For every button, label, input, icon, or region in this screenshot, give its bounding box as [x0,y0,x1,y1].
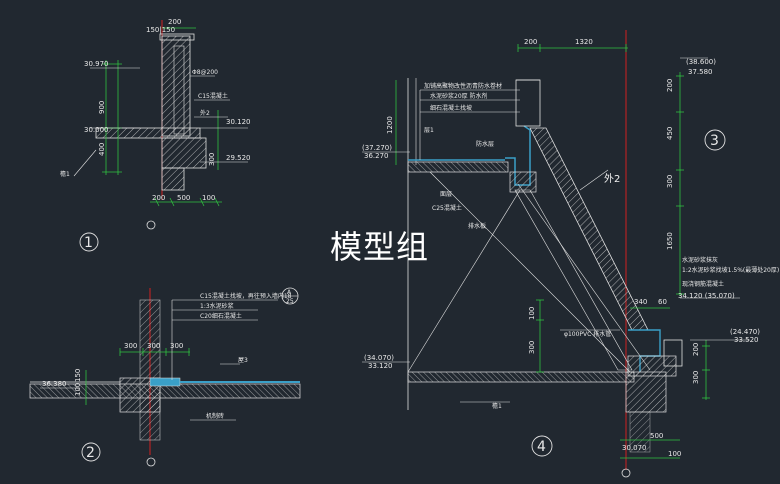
note: 细石混凝土找坡 [430,104,472,112]
level-label: (38.600) [686,58,716,66]
label-ceng1: 层1 [424,127,434,134]
level-label: 36.270 [364,152,389,160]
level-label: 30.070 [622,444,647,452]
note: 外2 [200,109,210,117]
level-label: (24.470) [730,328,760,336]
dim-label: 150 [74,369,82,382]
dim-label: 1320 [575,38,593,46]
dim-label: 100 [202,194,215,202]
note: 加铺高聚物改性沥青防水卷材 [424,82,502,90]
level-label: 30.000 [84,126,109,134]
detail-3-marker [704,129,726,151]
note: C25混凝土 [432,204,462,212]
level-label: 36.380 [42,380,67,388]
level-label: 30.120 [226,118,251,126]
note: C20细石混凝土 [200,312,242,320]
note: C15混凝土 [198,92,228,100]
detail-1-marker [79,232,99,252]
dim-label: 1200 [386,116,394,134]
note: Φ8@200 [192,69,218,76]
note: 1:3水泥砂浆 [200,302,234,310]
dim-label: 100 [74,383,82,396]
level-label: 30.970 [84,60,109,68]
dim-label: 500 [650,432,663,440]
dim-label: 1650 [666,232,674,250]
label-yan1: 檐1 [492,402,502,410]
dim-label: 300 [208,153,216,166]
section-letter: A [287,289,292,296]
dim-label: 300 [692,371,700,384]
detail-number: 4 [537,439,546,455]
label-drain: 排水板 [468,222,486,230]
slab [95,127,201,139]
dim-label: 300 [528,341,536,354]
level-label: 33.120 [368,362,393,370]
detail-2-marker [81,442,101,462]
label-mianceng: 面层 [440,191,452,198]
dim-label: 300 [666,175,674,188]
note: 水泥砂浆20厚 防水剂 [430,92,488,100]
upper-slab [407,161,509,173]
dim-label: 340 [634,298,647,306]
label-pipe: φ100PVC 排水管 [564,330,611,338]
dim-label: 200 [168,18,181,26]
dim-label: 500 [177,194,190,202]
dim-label: 100 [668,450,681,458]
level-label: (37.270) [362,144,392,152]
level-label: 33.520 [734,336,759,344]
detail-number: 2 [86,445,95,461]
level-label: (34.070) [364,354,394,362]
note: 现浇钢筋混凝土 [682,280,724,288]
dim-label: 900 [98,101,106,114]
lower-slab [407,371,635,383]
dim-label: 200 [692,343,700,356]
label-wai2: 外2 [604,173,620,185]
dim-label: 450 [666,127,674,140]
dim-label: 200 [666,79,674,92]
dim-label: 100 [528,307,536,320]
dim-label: 150|150 [146,26,175,34]
note: 1:2水泥砂浆找坡1.5%(最薄处20厚) [682,266,779,274]
watermark: 模型组 [330,228,429,266]
detail-2: C15混凝土找坡，再往预入墙内18 1:3水泥砂浆 C20细石混凝土 300 3… [29,287,301,467]
note: 防水层 [476,140,494,148]
dim-label: 400 [98,143,106,156]
level-label: 29.520 [226,154,251,162]
level-label: 37.580 [688,68,713,76]
section-sheet: 25 [286,298,294,305]
note: 水泥砂浆抹灰 [682,256,718,264]
dim-label: 300 [170,342,183,350]
label: 机制砖 [206,412,224,420]
detail-number: 3 [710,133,719,149]
detail-4-marker [531,435,553,457]
level-label: 34.120 (35.070) [678,292,735,300]
dim-label: 200 [524,38,537,46]
dim-label: 300 [124,342,137,350]
dim-label: 60 [658,298,667,306]
detail-1: 200 150|150 30.970 30.000 30.120 29.520 … [60,18,251,252]
detail-number: 1 [84,235,93,251]
sloped-wall [529,127,649,331]
note: C15混凝土找坡，再往预入墙内18 [200,292,292,300]
detail-4: 200 1320 加铺高聚物改性沥青防水卷材 水泥砂浆20厚 防水剂 细石混凝土… [362,30,779,478]
wall [161,35,191,137]
dim-label: 200 [152,194,165,202]
dim-label: 300 [147,342,160,350]
detail-label: 檐1 [60,170,70,178]
label: 屋3 [238,357,248,364]
